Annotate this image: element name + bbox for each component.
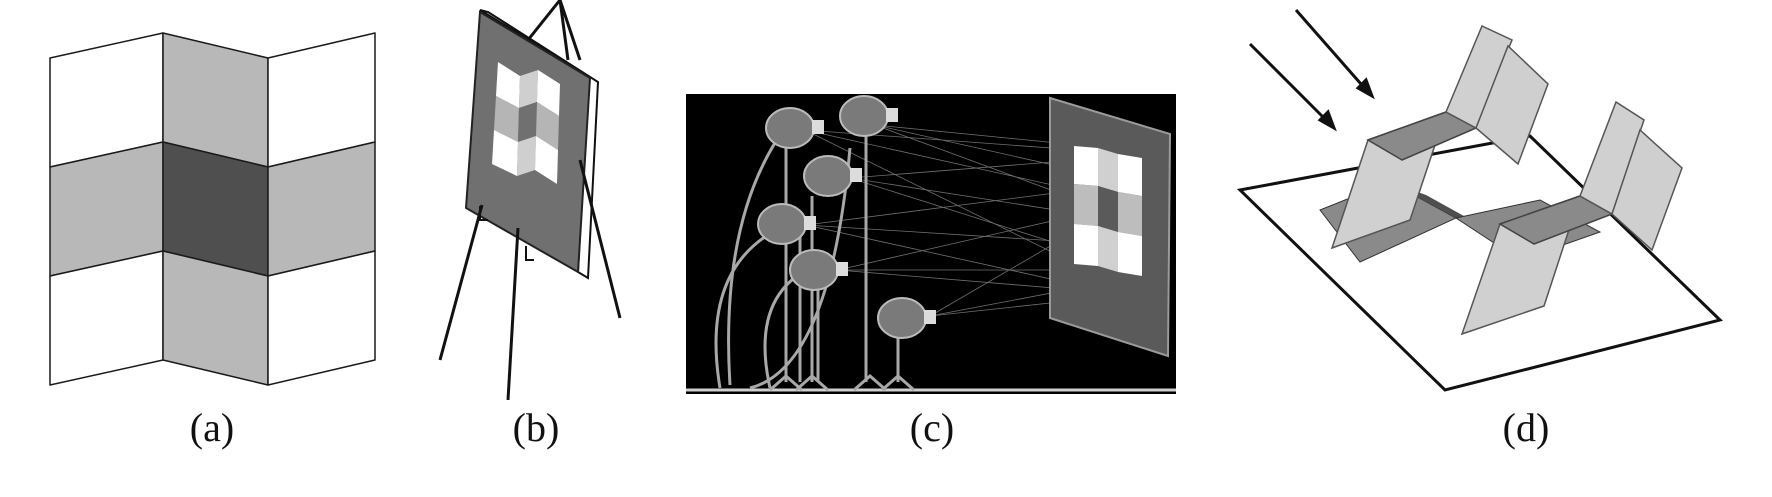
caption-c: (c) bbox=[909, 405, 955, 450]
easel-painting-drawing bbox=[438, 0, 622, 400]
panel-a: (a) bbox=[0, 0, 420, 497]
fold-right-upright-panel bbox=[1579, 100, 1645, 216]
easel-leg-right bbox=[578, 159, 622, 319]
lamp-5 bbox=[789, 249, 848, 291]
lamp-2 bbox=[839, 95, 898, 137]
lamp-4 bbox=[757, 203, 816, 245]
caption-d: (d) bbox=[1502, 405, 1550, 450]
folded-card-drawing bbox=[49, 32, 376, 386]
panel-b: (b) bbox=[420, 0, 650, 497]
projection-scene-drawing bbox=[686, 94, 1176, 394]
screen-pattern bbox=[1074, 146, 1142, 276]
panel-c: (c) bbox=[650, 0, 1220, 497]
folded-surfaces-drawing bbox=[1236, 9, 1723, 392]
caption-a: (a) bbox=[189, 405, 235, 450]
fold-right-tall-panel bbox=[1611, 128, 1683, 252]
panel-d: (d) bbox=[1220, 0, 1772, 497]
lamp-stands bbox=[714, 130, 915, 392]
fold-left-upright-panel bbox=[1445, 24, 1513, 130]
lamps bbox=[757, 95, 936, 339]
easel-leg-middle bbox=[506, 227, 520, 400]
fold-left-tall-panel bbox=[1475, 44, 1549, 166]
easel-leg-left bbox=[438, 204, 484, 361]
lamp-3 bbox=[803, 155, 862, 197]
lamp-1 bbox=[765, 107, 824, 149]
card-right-bottom bbox=[267, 250, 376, 386]
lamp-6 bbox=[877, 297, 936, 339]
light-arrows bbox=[1248, 9, 1375, 132]
caption-b: (b) bbox=[512, 405, 560, 450]
